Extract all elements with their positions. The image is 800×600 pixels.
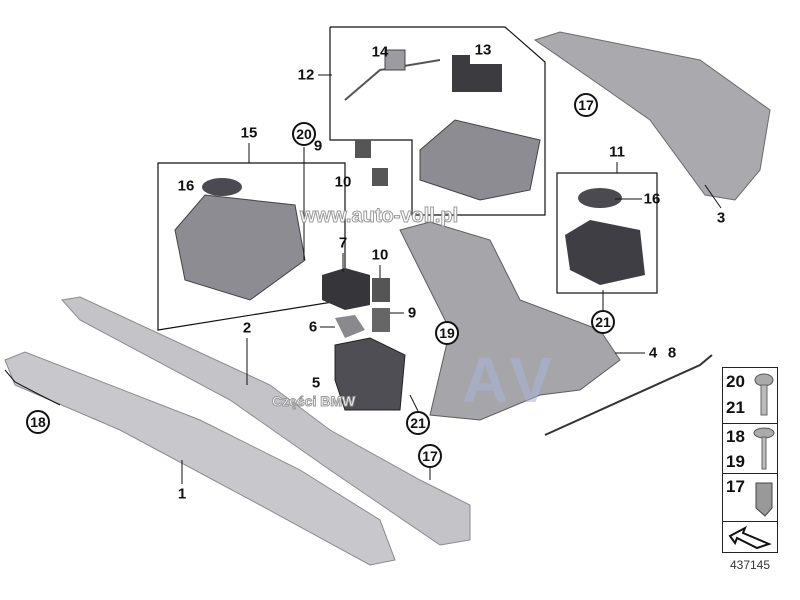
watermark-url: www.auto-voll.pl: [299, 205, 459, 227]
part-label-10: 10: [371, 246, 389, 264]
cover-16b: [578, 188, 622, 208]
leader-lines: [4, 74, 722, 484]
fastener-row-clip: 17: [723, 474, 777, 522]
box-7: [322, 268, 370, 310]
direction-arrow-icon: [728, 525, 772, 550]
socket-10a: [372, 168, 388, 186]
part-label-2: 2: [242, 319, 252, 337]
bin-5: [334, 337, 406, 411]
socket-10b: [372, 278, 390, 302]
fastener-number: 19: [726, 452, 745, 471]
side-panel-2: [61, 296, 471, 546]
fastener-number: 20: [726, 372, 745, 391]
watermark-logo: AV: [462, 344, 559, 416]
circled-label-19: 19: [435, 321, 459, 345]
circled-label-17: 17: [574, 93, 598, 117]
screw-icon: [754, 373, 774, 416]
group-box-11: [556, 172, 658, 294]
socket-9b: [372, 308, 390, 332]
fastener-row-screw: 20 21: [723, 368, 777, 424]
clip-icon: [755, 482, 773, 517]
fastener-number: 18: [726, 427, 745, 446]
part-label-9: 9: [313, 137, 323, 155]
part-label-1: 1: [177, 485, 187, 503]
cover-16a: [202, 178, 242, 196]
circled-label-18: 18: [26, 410, 50, 434]
part-label-6: 6: [308, 318, 318, 336]
part-label-14: 14: [371, 43, 389, 61]
group-box-12: [329, 26, 546, 216]
part-label-10: 10: [334, 173, 352, 191]
diagram-number: 437145: [729, 558, 771, 572]
part-label-11: 11: [609, 143, 625, 161]
fastener-number: 17: [726, 477, 745, 496]
socket-9a: [355, 140, 371, 158]
circled-label-17: 17: [418, 444, 442, 468]
part-label-8: 8: [667, 344, 677, 362]
part-label-15: 15: [240, 124, 258, 142]
fastener-legend: 20 21 18 19 17: [722, 367, 778, 553]
part-label-3: 3: [716, 209, 726, 227]
cable-8: [544, 354, 713, 436]
part-13-cap: [452, 55, 470, 67]
socket-14: [384, 49, 406, 71]
cupholder-11: [565, 220, 645, 285]
insert-6: [335, 315, 365, 338]
screw-washer-icon: [753, 427, 775, 470]
part-label-16: 16: [177, 177, 195, 195]
part-13: [452, 64, 502, 92]
tray-12: [419, 119, 541, 201]
circled-label-20: 20: [292, 122, 316, 146]
circled-label-21: 21: [591, 310, 615, 334]
fastener-row-screw-washer: 18 19: [723, 424, 777, 474]
part-label-16: 16: [643, 190, 661, 208]
part-label-7: 7: [338, 234, 348, 252]
fastener-row-arrow: [723, 522, 777, 552]
part-label-13: 13: [474, 41, 492, 59]
circled-label-21: 21: [406, 411, 430, 435]
trim-panel-3: [533, 31, 771, 201]
tray-15: [174, 194, 306, 301]
side-panel-1: [4, 351, 396, 566]
part-label-12: 12: [297, 66, 315, 84]
part-label-4: 4: [648, 344, 658, 362]
part-label-9: 9: [407, 304, 417, 322]
part-label-5: 5: [311, 374, 321, 392]
watermark-shop: Części BMW: [271, 393, 356, 409]
fastener-number: 21: [726, 398, 745, 417]
